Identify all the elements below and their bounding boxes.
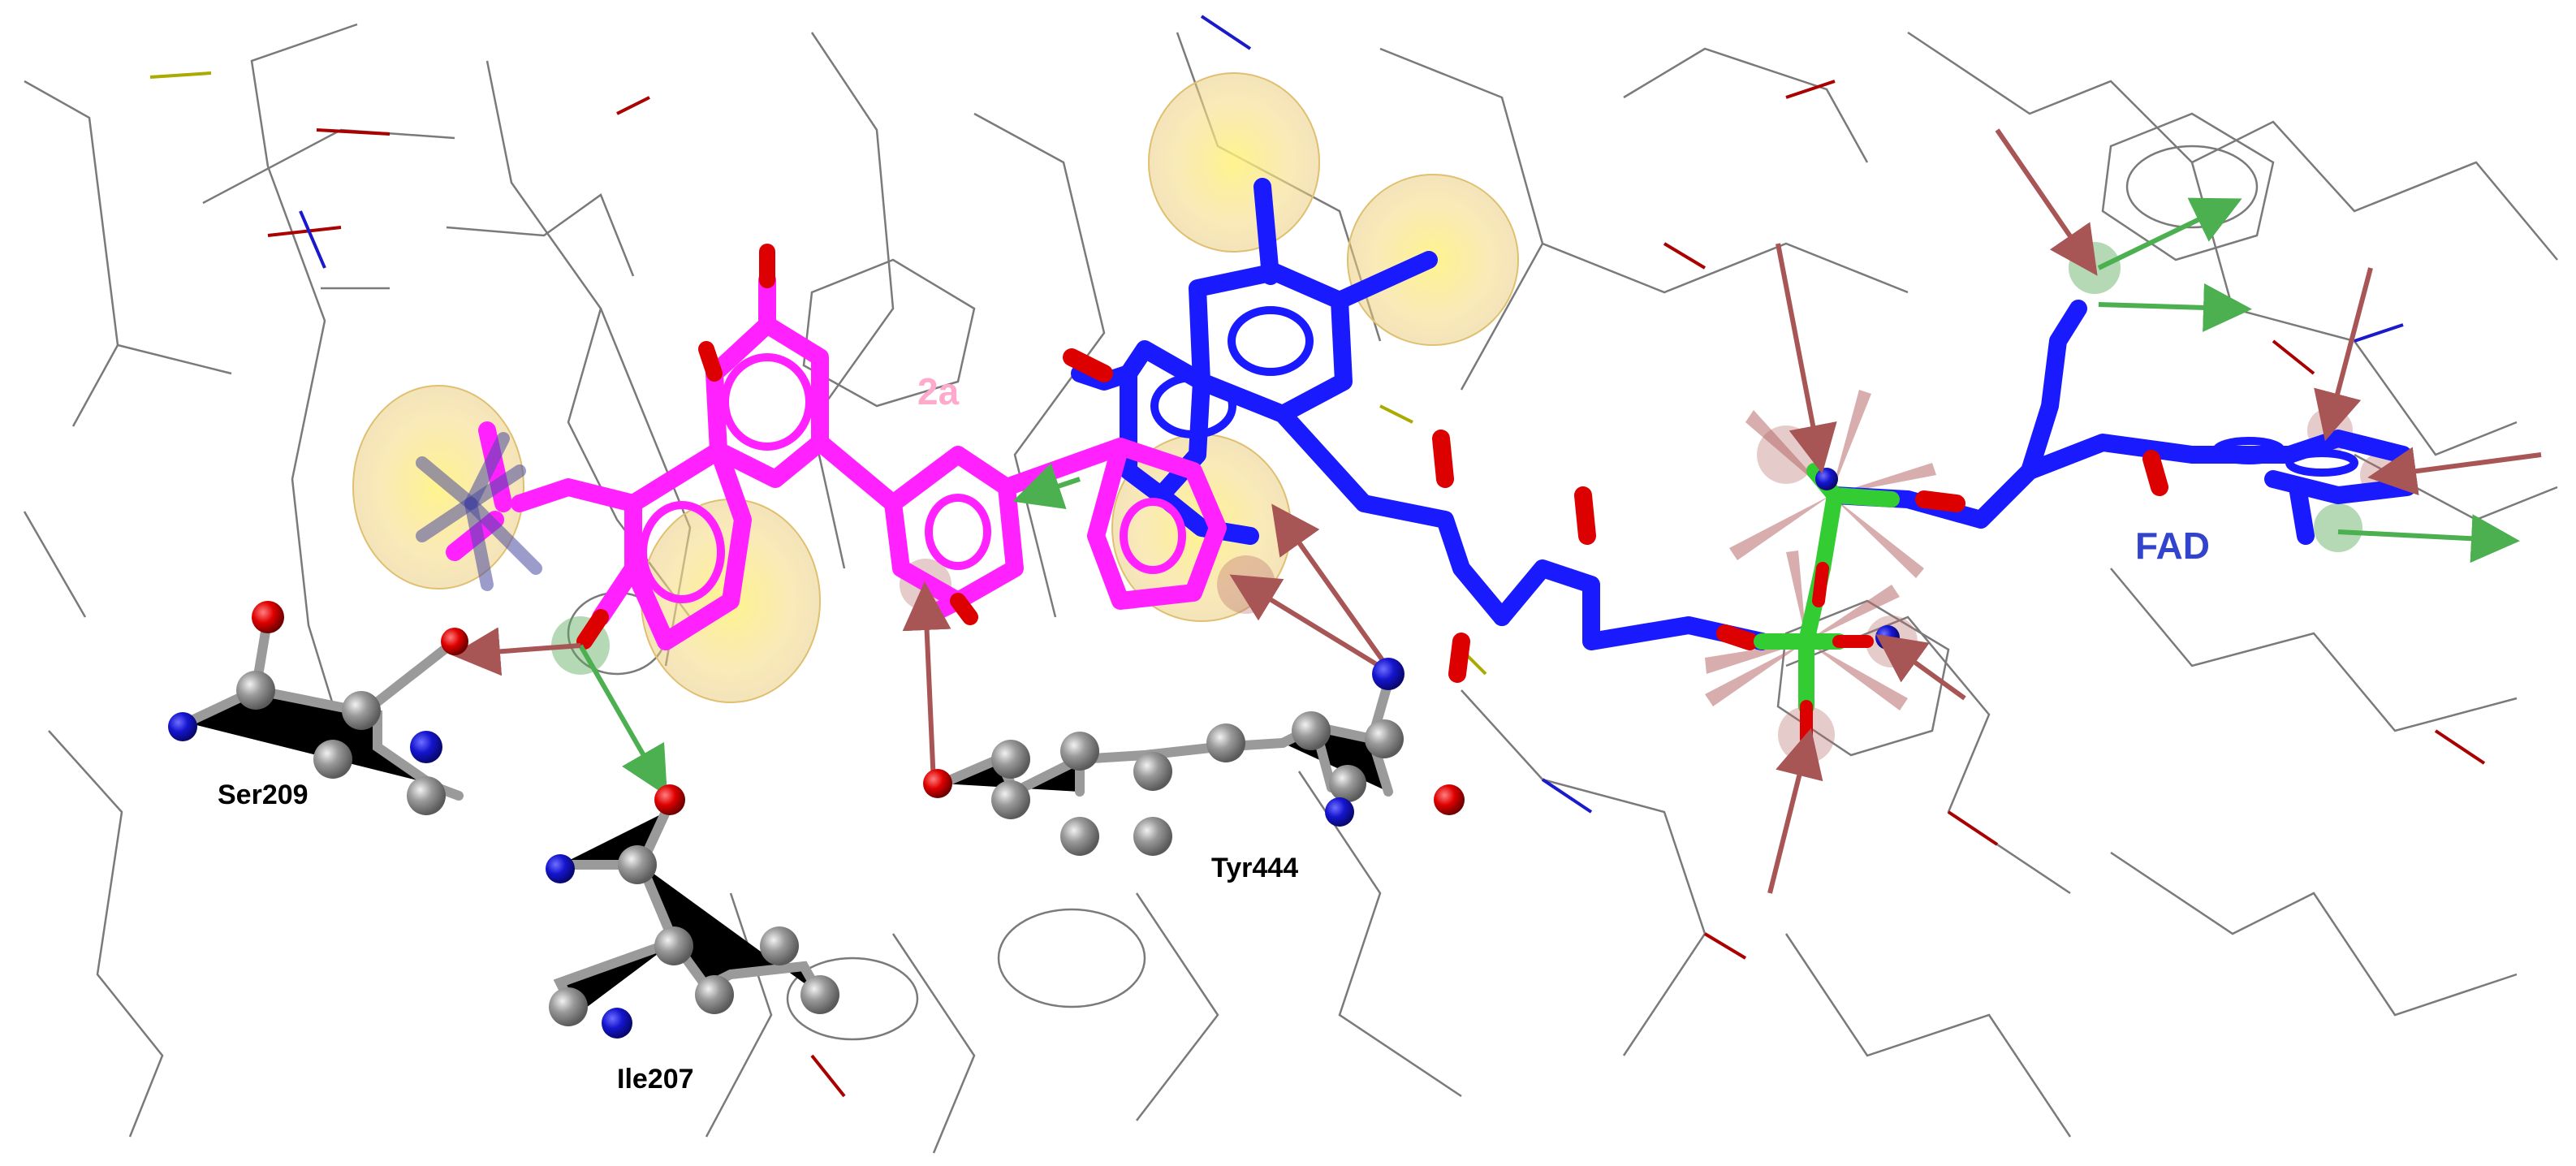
residue-atoms [168,601,1465,1039]
ligand-2a-ring-inner [639,353,1186,603]
fad-oxygens [1063,348,2168,683]
residue-label-ser209: Ser209 [218,779,309,810]
cofactor-label-fad: FAD [2135,525,2210,567]
ligand-substituent-fan [416,432,542,591]
ligand-2a-oxygens [576,244,978,650]
fad-nitrogen [1815,468,1838,490]
ser209-nitrogen [168,712,197,741]
residue-label-tyr444: Tyr444 [1211,853,1299,883]
residue-label-ile207: Ile207 [617,1064,694,1095]
ligand-label-2a: 2a [917,370,960,412]
protein-heteroatom-wires [149,15,2486,1098]
hbond-arrows [451,128,2542,894]
fad-ring-inner [1150,306,2358,477]
